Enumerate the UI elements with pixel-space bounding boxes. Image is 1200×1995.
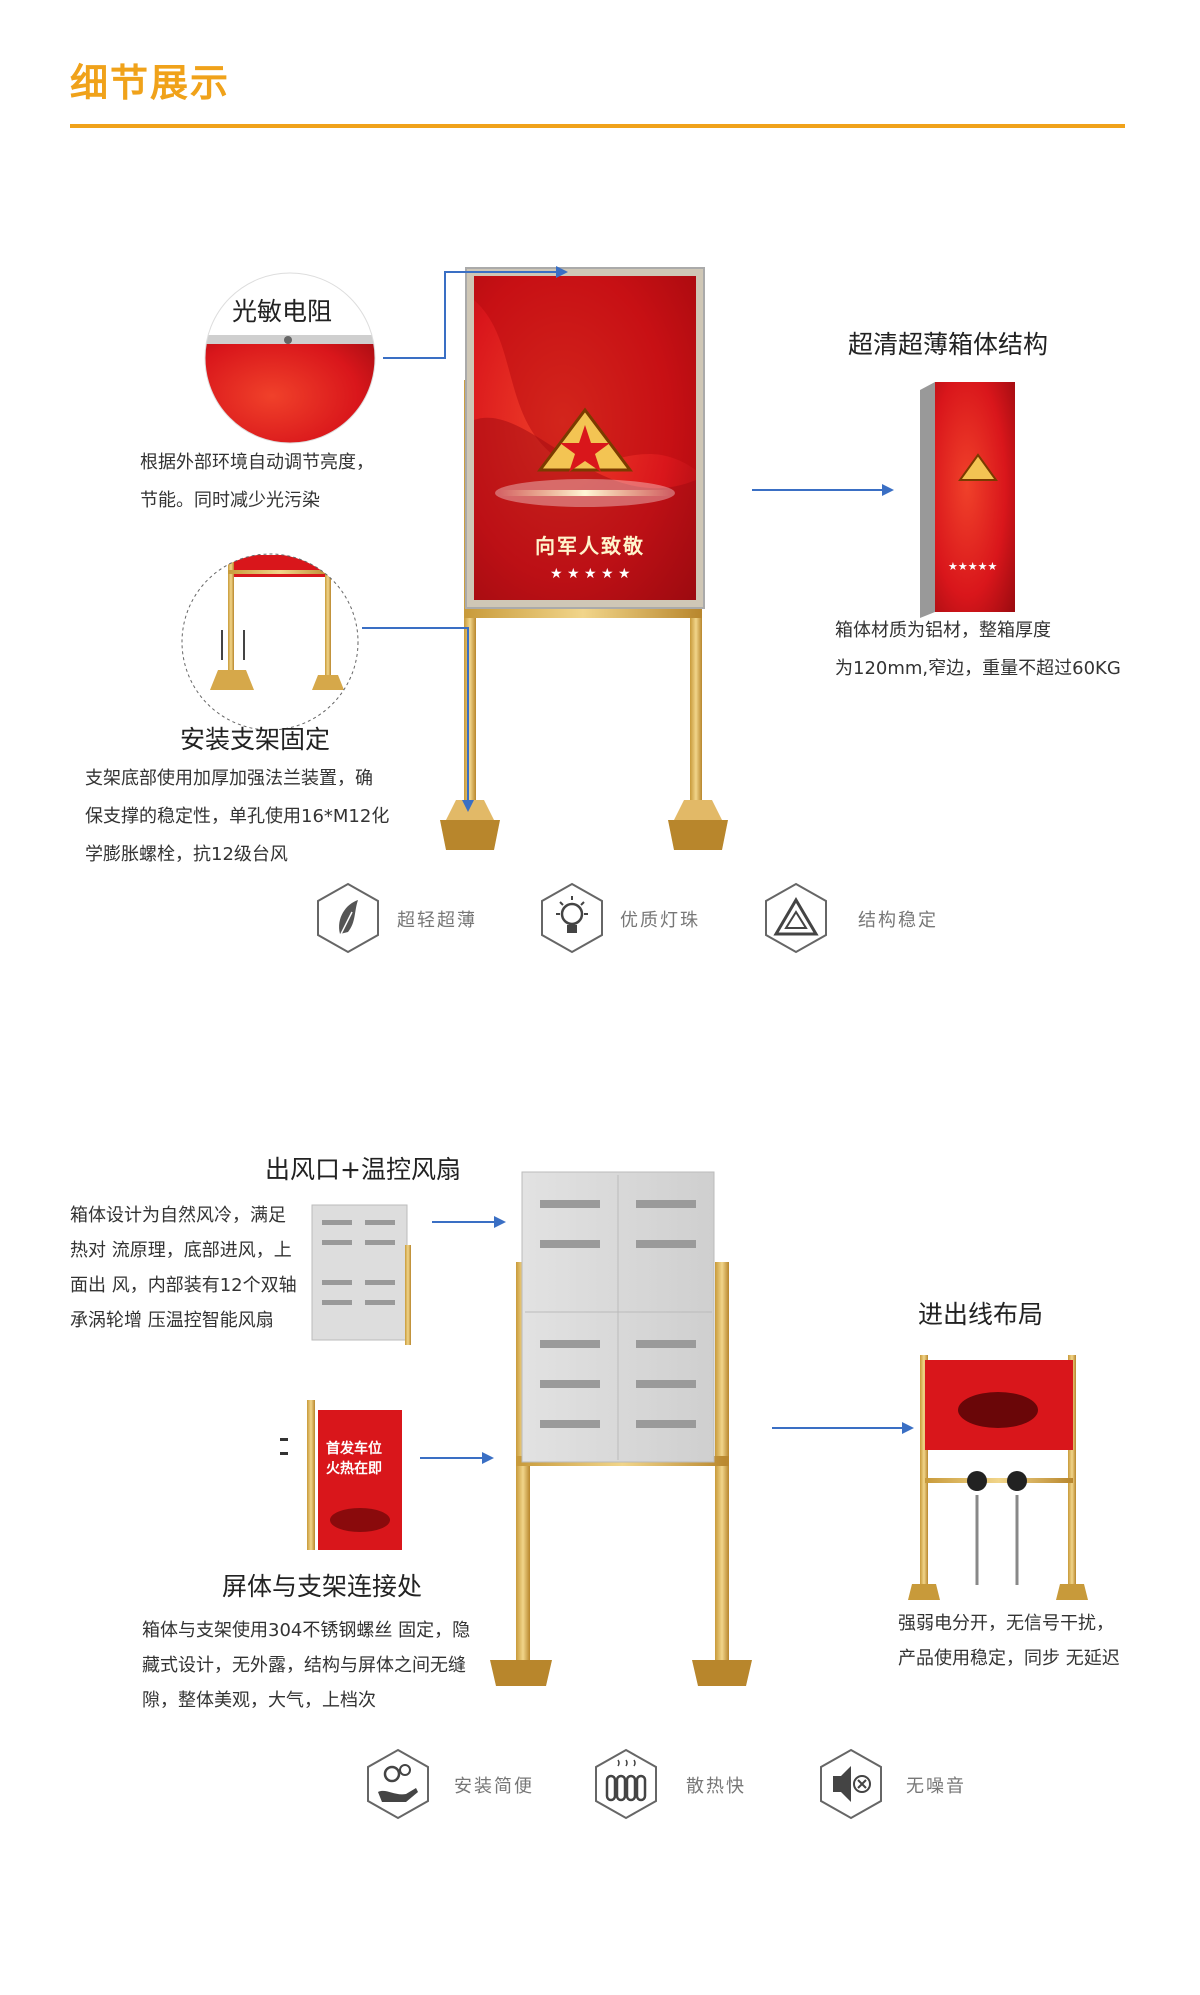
joint-poster-line2: 火热在即 bbox=[326, 1461, 382, 1477]
bracket-detail-image bbox=[182, 554, 358, 730]
title-divider bbox=[70, 124, 1125, 128]
arrow-bracket bbox=[362, 627, 469, 808]
gear-hand-icon bbox=[367, 1748, 429, 1820]
joint-detail-image bbox=[280, 1400, 402, 1550]
triangle-icon bbox=[765, 882, 827, 954]
section2-graphics bbox=[280, 1171, 1088, 1686]
joint-desc-3: 隙，整体美观，大气，上档次 bbox=[142, 1690, 376, 1711]
poster-slogan: 向军人致敬 bbox=[535, 534, 645, 558]
svg-text:★ ★ ★ ★ ★: ★ ★ ★ ★ ★ bbox=[550, 566, 631, 582]
mute-speaker-icon bbox=[820, 1748, 882, 1820]
badge-label-bulb: 优质灯珠 bbox=[620, 910, 700, 931]
heatsink-icon bbox=[595, 1748, 657, 1820]
joint-poster-line1: 首发车位 bbox=[326, 1441, 382, 1457]
arrow-sensor bbox=[383, 271, 565, 359]
fan-desc-1: 箱体设计为自然风冷，满足 bbox=[70, 1205, 286, 1226]
structure-desc-1: 箱体材质为铝材，整箱厚度 bbox=[835, 620, 1051, 641]
badge-label-quiet: 无噪音 bbox=[906, 1776, 966, 1797]
stand-base-right bbox=[668, 820, 728, 850]
fan-label: 出风口+温控风扇 bbox=[265, 1155, 461, 1184]
stand-crossbar bbox=[464, 608, 702, 618]
stand-base-left bbox=[440, 820, 500, 850]
page-title: 细节展示 bbox=[70, 61, 231, 105]
joint-label: 屏体与支架连接处 bbox=[222, 1572, 423, 1601]
wiring-desc-1: 强弱电分开，无信号干扰， bbox=[898, 1613, 1114, 1634]
fan-desc-2: 热对 流原理，底部进风，上 bbox=[70, 1240, 292, 1261]
fan-desc-4: 承涡轮增 压温控智能风扇 bbox=[70, 1310, 274, 1331]
wiring-detail-image bbox=[908, 1355, 1088, 1600]
svg-text:★★★★★: ★★★★★ bbox=[948, 560, 997, 573]
structure-desc-2: 为120mm,窄边，重量不超过60KG bbox=[835, 658, 1121, 679]
mount-desc-3: 学膨胀螺栓，抗12级台风 bbox=[85, 844, 288, 865]
structure-label: 超清超薄箱体结构 bbox=[848, 330, 1049, 359]
thin-cabinet-image: ★★★★★ bbox=[920, 382, 1015, 618]
feather-icon bbox=[317, 882, 379, 954]
badge-label-install: 安装简便 bbox=[454, 1776, 534, 1797]
badge-label-stable: 结构稳定 bbox=[858, 910, 938, 931]
sensor-detail-image bbox=[205, 273, 375, 443]
mount-desc-2: 保支撑的稳定性，单孔使用16*M12化 bbox=[85, 806, 390, 827]
badge-label-heat: 散热快 bbox=[686, 1776, 746, 1797]
mount-label: 安装支架固定 bbox=[180, 725, 331, 754]
fan-detail-image bbox=[311, 1204, 411, 1345]
sensor-desc-1: 根据外部环境自动调节亮度， bbox=[140, 452, 374, 473]
sensor-label: 光敏电阻 bbox=[232, 297, 333, 326]
poster-stars: ★ ★ ★ ★ ★ bbox=[550, 566, 631, 582]
sensor-desc-2: 节能。同时减少光污染 bbox=[140, 490, 320, 511]
vent-slots bbox=[540, 1200, 696, 1428]
back-panel-stand bbox=[490, 1171, 752, 1686]
bulb-icon bbox=[541, 882, 603, 954]
mount-desc-1: 支架底部使用加厚加强法兰装置，确 bbox=[85, 768, 373, 789]
badge-label-light: 超轻超薄 bbox=[397, 910, 477, 931]
wiring-desc-2: 产品使用稳定，同步 无延迟 bbox=[898, 1648, 1120, 1669]
joint-desc-2: 藏式设计，无外露，结构与屏体之间无缝 bbox=[142, 1655, 466, 1676]
section1-graphics: ★ ★ ★ ★ ★ ★★★★★ bbox=[181, 266, 1015, 850]
joint-desc-1: 箱体与支架使用304不锈钢螺丝 固定，隐 bbox=[142, 1620, 471, 1641]
fan-desc-3: 面出 风，内部装有12个双轴 bbox=[70, 1275, 297, 1296]
wiring-label: 进出线布局 bbox=[918, 1300, 1044, 1329]
